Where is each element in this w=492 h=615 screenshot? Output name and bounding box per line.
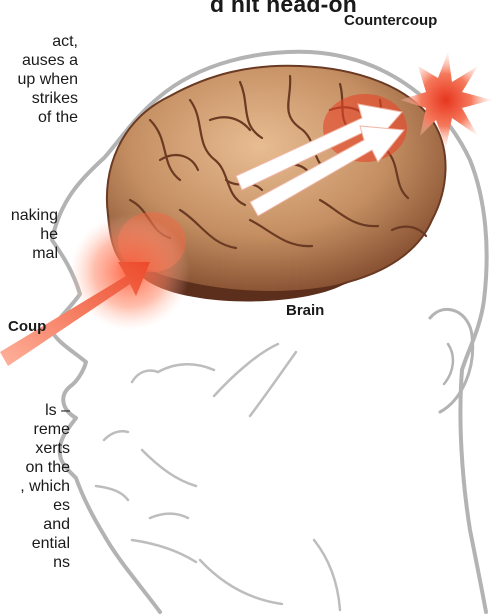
text-line: he [0,225,58,244]
text-line: ential [0,534,70,553]
text-upper: act, auses a up when strikes of the [0,32,78,127]
label-countercoup: Countercoup [344,12,437,29]
text-line: of the [0,108,78,127]
text-line: mal [0,244,58,263]
text-line: naking [0,206,58,225]
face-lines [96,344,340,610]
text-line: reme [0,420,70,439]
text-line: strikes [0,89,78,108]
text-line: ns [0,553,70,572]
text-line: ls – [0,401,70,420]
text-line: xerts [0,439,70,458]
text-line: auses a [0,51,78,70]
text-middle: naking he mal [0,206,58,263]
text-line: , which [0,477,70,496]
text-line: es [0,496,70,515]
text-line: up when [0,70,78,89]
label-brain: Brain [286,302,324,319]
text-lower: ls – reme xerts on the , which es and en… [0,401,70,572]
label-coup: Coup [8,318,46,335]
headline: d hit head-on [210,0,357,18]
text-line: act, [0,32,78,51]
text-line: and [0,515,70,534]
text-line: on the [0,458,70,477]
